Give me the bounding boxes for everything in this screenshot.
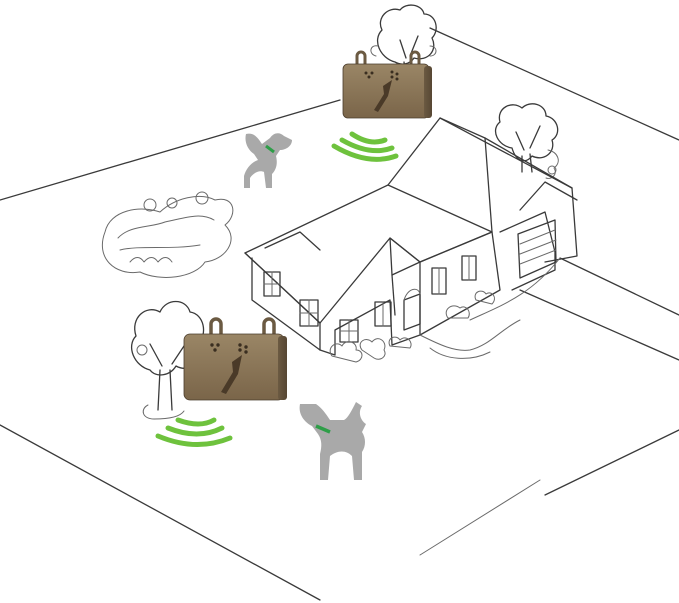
house-sketch [244, 117, 578, 363]
ultrasonic-wave-top [331, 131, 399, 162]
dog-silhouette-top [244, 133, 292, 188]
ultrasonic-bark-control-device [342, 50, 432, 119]
tree-sketch [495, 103, 559, 179]
ultrasonic-bark-control-device [183, 317, 287, 401]
pond-sketch [102, 191, 234, 278]
dog-silhouette-bottom [299, 402, 366, 480]
yard-boundary [0, 27, 679, 601]
ultrasonic-wave-bottom [155, 417, 233, 448]
